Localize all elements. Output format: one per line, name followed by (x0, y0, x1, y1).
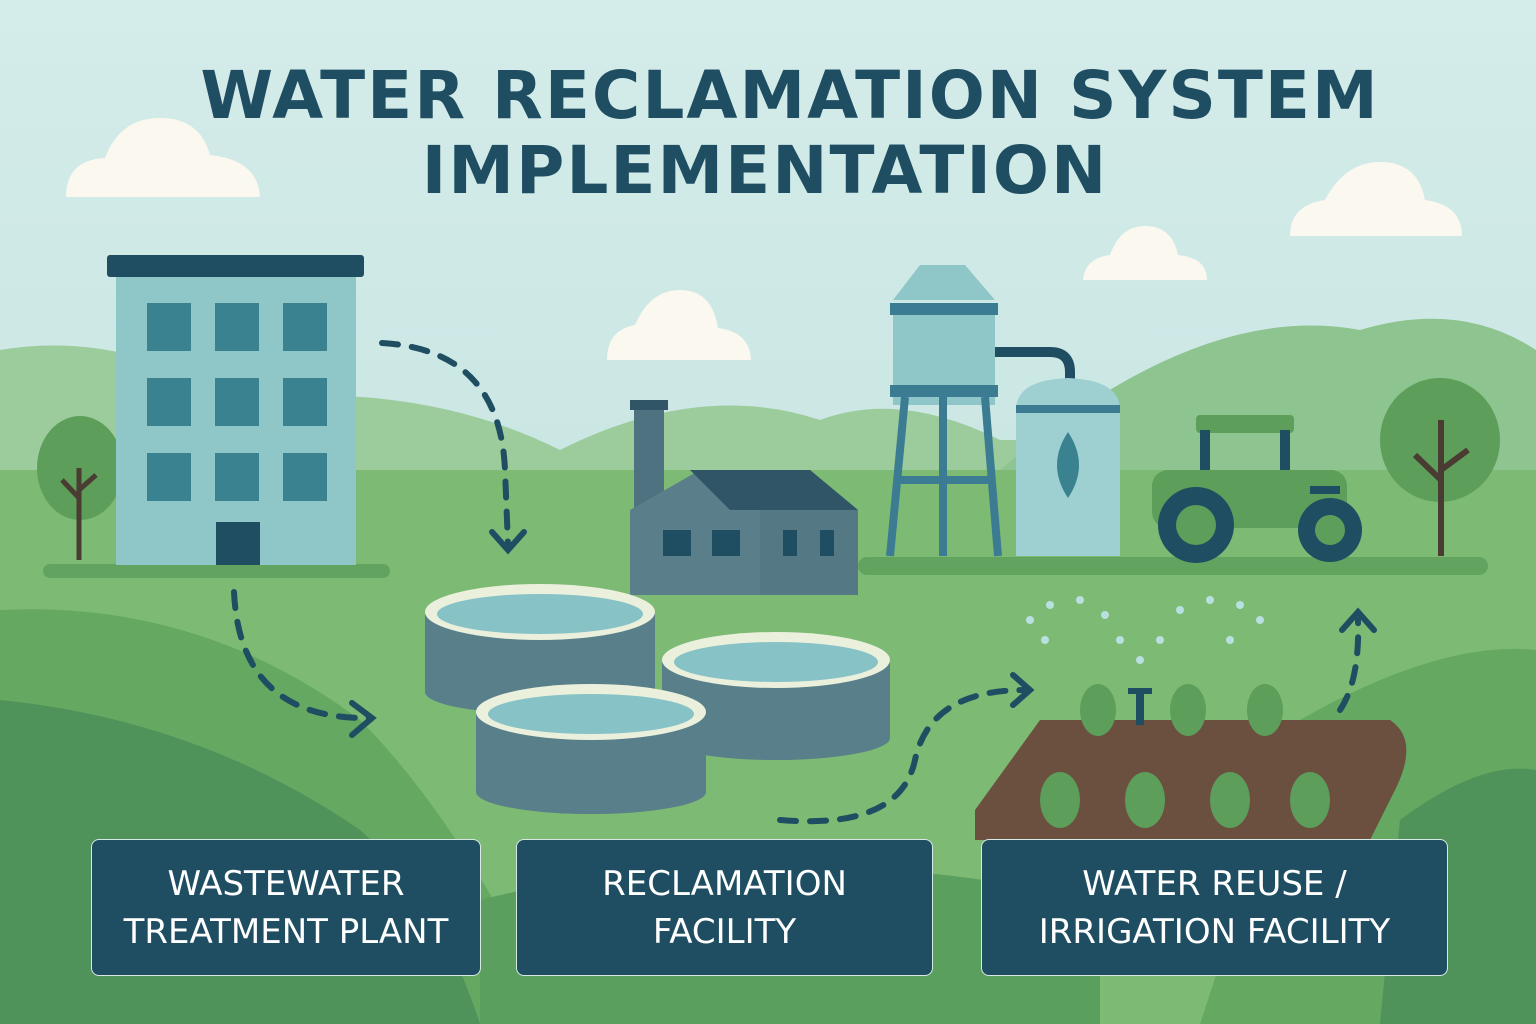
label-line: WATER REUSE / (1082, 863, 1347, 904)
tractor (1152, 415, 1362, 563)
label-wastewater-treatment-plant: WASTEWATER TREATMENT PLANT (91, 839, 481, 976)
label-line: IRRIGATION FACILITY (1038, 911, 1391, 952)
arrow-plant-down (231, 589, 373, 722)
irrigation-field (975, 596, 1407, 840)
water-tower (886, 265, 1120, 557)
label-line: RECLAMATION (602, 863, 847, 904)
arrow-tanks-to-field (777, 687, 1028, 825)
reclamation-tanks (425, 584, 890, 814)
label-line: WASTEWATER (167, 863, 405, 904)
clouds (66, 118, 1462, 360)
label-reclamation-facility: RECLAMATION FACILITY (516, 839, 933, 976)
arrow-building-to-tanks (379, 340, 511, 548)
arrow-heads (349, 529, 1377, 738)
tree-right (1380, 378, 1500, 556)
flow-arrows (231, 340, 1362, 825)
cloud (1290, 162, 1462, 236)
title-line-1: WATER RECLAMATION SYSTEM (200, 57, 1379, 134)
tree-left (37, 416, 123, 560)
title-line-2: IMPLEMENTATION (422, 132, 1109, 209)
cloud (607, 290, 751, 360)
wastewater-building (107, 255, 364, 565)
label-line: TREATMENT PLANT (123, 911, 449, 952)
tank (476, 684, 706, 814)
label-water-reuse-irrigation-facility: WATER REUSE / IRRIGATION FACILITY (981, 839, 1448, 976)
arrow-field-to-tractor (1337, 617, 1362, 713)
label-line: FACILITY (652, 911, 797, 952)
cloud (1083, 226, 1207, 280)
factory (630, 400, 858, 595)
cloud (66, 118, 260, 197)
